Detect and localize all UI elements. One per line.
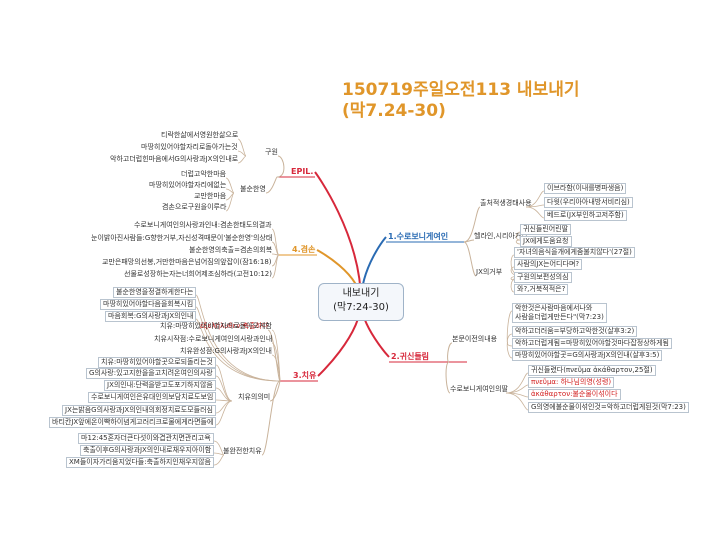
woman-leaf[interactable]: 와?,거북적적은? xyxy=(514,284,569,295)
central-topic[interactable]: 내보내기 (막7:24-30) xyxy=(318,283,404,321)
humility-leaf[interactable]: 교만은패망의선봉,거만한마음은넘어짐의앞잡이(잠16:18) xyxy=(102,258,272,266)
woman-leaf-link xyxy=(515,239,521,245)
possession-sub-1[interactable]: 수로보니게여인의딸 xyxy=(450,385,508,393)
woman-leaf[interactable]: JX에게도움요청 xyxy=(520,236,572,247)
epil-leaf[interactable]: 교만한마음 xyxy=(194,192,227,200)
woman-sub-link-1 xyxy=(463,239,475,243)
epil-leaf[interactable]: 겸손으로구원을이루라 xyxy=(162,203,227,211)
woman-sub-0[interactable]: 출처적생경태사용 xyxy=(480,199,532,207)
possession-leaf[interactable]: 악하고더럽게됨=마땅히있어야할것마다잡정상하게됨 xyxy=(512,338,672,349)
healing-leaf[interactable]: 불순한영을정결하게한다는 xyxy=(113,287,197,298)
healing-leaf-link xyxy=(195,294,281,382)
healing-leaf[interactable]: 치유:마땅히있어야할자리로돌아오게함 xyxy=(160,322,272,330)
epil-sub-0[interactable]: 구원 xyxy=(265,148,278,156)
possession-sub-link-1 xyxy=(445,361,451,394)
healing-leaf[interactable]: 마음회복:G의사랑과JX의인내 xyxy=(105,311,197,322)
healing-sub-4[interactable]: 불완전한치유 xyxy=(223,447,262,455)
healing-sub-link-4 xyxy=(261,380,281,456)
woman-sub-link-2 xyxy=(463,241,477,277)
woman-leaf-link xyxy=(525,206,545,219)
healing-leaf[interactable]: JX의인내:단력을받고도포기하지않음 xyxy=(104,380,216,391)
healing-leaf[interactable]: XM들이자가리움지었다들:축출하지인채우지않음 xyxy=(66,457,214,468)
healing-leaf[interactable]: 마땅히있어야할다음을회복시킴 xyxy=(100,299,197,310)
healing-leaf[interactable]: 수로보니게여인은유대인의보담치료도보임 xyxy=(88,392,217,403)
healing-leaf-link xyxy=(215,400,233,426)
woman-leaf[interactable]: 사람의JX는어디다며? xyxy=(514,259,583,270)
healing-leaf[interactable]: G의사랑:있고지한을을고치려온여인의사랑 xyxy=(86,368,216,379)
epil-leaf-link xyxy=(225,192,235,212)
epil-sub-link-1 xyxy=(265,176,278,194)
possession-leaf[interactable]: πνεῦμα: 하나님의영(성령) xyxy=(528,377,615,388)
humility-leaf[interactable]: 선물로성장하는자는너희어제조심하라(고전10:12) xyxy=(124,270,272,278)
possession-leaf-link xyxy=(506,342,513,359)
woman-leaf[interactable]: '자녀의음식을개에게줌불치않다'(27절) xyxy=(514,247,635,258)
epil-leaf-link xyxy=(225,192,235,201)
epil-sub-link-0 xyxy=(276,155,285,178)
woman-leaf[interactable]: 다윗(우리아아내방서비리심) xyxy=(544,197,633,208)
central-topic-line-2: (막7:24-30) xyxy=(333,302,389,313)
healing-sub-3[interactable]: 치유의의미 xyxy=(238,393,271,401)
healing-leaf-link xyxy=(195,318,281,382)
healing-leaf[interactable]: 바티칸JX앞에온이빡하이념게고러리크로물에게라면들에 xyxy=(49,417,217,428)
epil-sub-1[interactable]: 불순한영 xyxy=(240,185,266,193)
woman-leaf[interactable]: 베드로(JX부인하고저주함) xyxy=(544,210,627,221)
branch-connector-epil xyxy=(314,171,362,303)
possession-leaf[interactable]: 귀신들렸다(πνεῦμα ἀκάθαρτον,25절) xyxy=(528,365,656,376)
possession-sub-link-0 xyxy=(447,342,453,363)
possession-sub-0[interactable]: 본문이전의내용 xyxy=(452,335,498,343)
epil-leaf[interactable]: 마땅히있어야할자리로돌아가는것 xyxy=(141,143,238,151)
woman-sub-2[interactable]: JX의거부 xyxy=(476,268,503,276)
humility-leaf[interactable]: 수로보니게여인의사랑과인내:겸손한태도의결과 xyxy=(134,221,272,229)
possession-leaf-link xyxy=(505,372,529,394)
branch-b2[interactable]: 2.귀신들림 xyxy=(391,352,430,361)
woman-sub-1[interactable]: 헬라인,시리아거주 xyxy=(474,232,528,240)
possession-leaf[interactable]: 악한것은사람마음에서나와 사람을더럽게만든다"(막7:23) xyxy=(512,303,607,323)
branch-b3[interactable]: 3.치유 xyxy=(293,371,317,380)
possession-leaf-link xyxy=(505,392,529,411)
healing-leaf[interactable]: 마12:45혼자더큰다섯이와겹관치면관리고욕 xyxy=(78,433,214,444)
humility-leaf[interactable]: 눈이밝아진사람들:G향한거부,자신성격때문이'불순한영'의상태 xyxy=(91,234,273,242)
epil-leaf[interactable]: 마땅히있어야할자리에없는 xyxy=(149,181,227,189)
woman-leaf[interactable]: 귀신들린어린딸 xyxy=(520,224,572,235)
epil-leaf[interactable]: 티락한삶에서영원한삶으로 xyxy=(161,131,239,139)
healing-leaf-link xyxy=(213,454,225,466)
title-line-1: 150719주일오전113 내보내기 xyxy=(342,80,580,100)
epil-leaf[interactable]: 더럽고악한마음 xyxy=(181,170,227,178)
healing-sub-1[interactable]: ἐξελήλυθεν:축출하다 xyxy=(200,322,269,330)
humility-leaf-link xyxy=(271,254,280,279)
healing-leaf[interactable]: JX는밝음G의사랑과JX의인내의회정치료도모들러심 xyxy=(62,405,216,416)
epil-leaf-link xyxy=(237,138,247,157)
possession-leaf[interactable]: 악하고더러움=부당하고악한것(살후3:2) xyxy=(512,326,638,337)
woman-leaf[interactable]: 구원의보편성의심 xyxy=(514,272,572,283)
healing-leaf[interactable]: 축출이후G의사랑과JX의인내로채우지아이함 xyxy=(80,445,215,456)
page-title: 150719주일오전113 내보내기 (막7.24-30) xyxy=(342,80,580,122)
central-topic-line-1: 내보내기 xyxy=(342,288,380,299)
healing-sub-link-3 xyxy=(269,380,281,402)
healing-leaf-link xyxy=(271,354,281,382)
healing-leaf-link xyxy=(215,364,233,402)
epil-leaf[interactable]: 악하고더럽힌마음에서G의사랑과JX의인내로 xyxy=(110,155,239,163)
woman-leaf-link xyxy=(525,190,545,208)
healing-leaf[interactable]: 치유시작점:수로보니게여인의사랑과인내 xyxy=(154,335,273,343)
possession-leaf[interactable]: ἀκάθαρτον:불순물이섞이다 xyxy=(528,389,621,400)
woman-leaf[interactable]: 이브라함(이내를병파생음) xyxy=(544,183,627,194)
healing-sub-link-1 xyxy=(267,329,281,382)
title-line-2: (막7.24-30) xyxy=(342,101,446,121)
healing-leaf[interactable]: 치유:마땅히있어야할곳으로되돌리는것 xyxy=(98,357,216,368)
healing-leaf-link xyxy=(195,306,281,382)
branch-epil[interactable]: EPIL. xyxy=(291,167,314,176)
possession-leaf[interactable]: G의영에불순물이섞인것=악하고더럽게된것(막7:23) xyxy=(528,402,689,413)
woman-sub-link-0 xyxy=(463,206,481,243)
possession-leaf[interactable]: 마땅히있어야할곳=G의사랑과JX의인내(살후3:5) xyxy=(512,350,663,361)
branch-b4[interactable]: 4.겸손 xyxy=(292,245,316,254)
healing-leaf[interactable]: 치유완성점:G의사랑과JX의인내 xyxy=(180,347,272,355)
branch-b1[interactable]: 1.수로보니게여인 xyxy=(388,232,449,241)
epil-leaf-link xyxy=(237,155,247,164)
humility-leaf[interactable]: 불순한영의축출=겸손의회복 xyxy=(189,246,273,254)
